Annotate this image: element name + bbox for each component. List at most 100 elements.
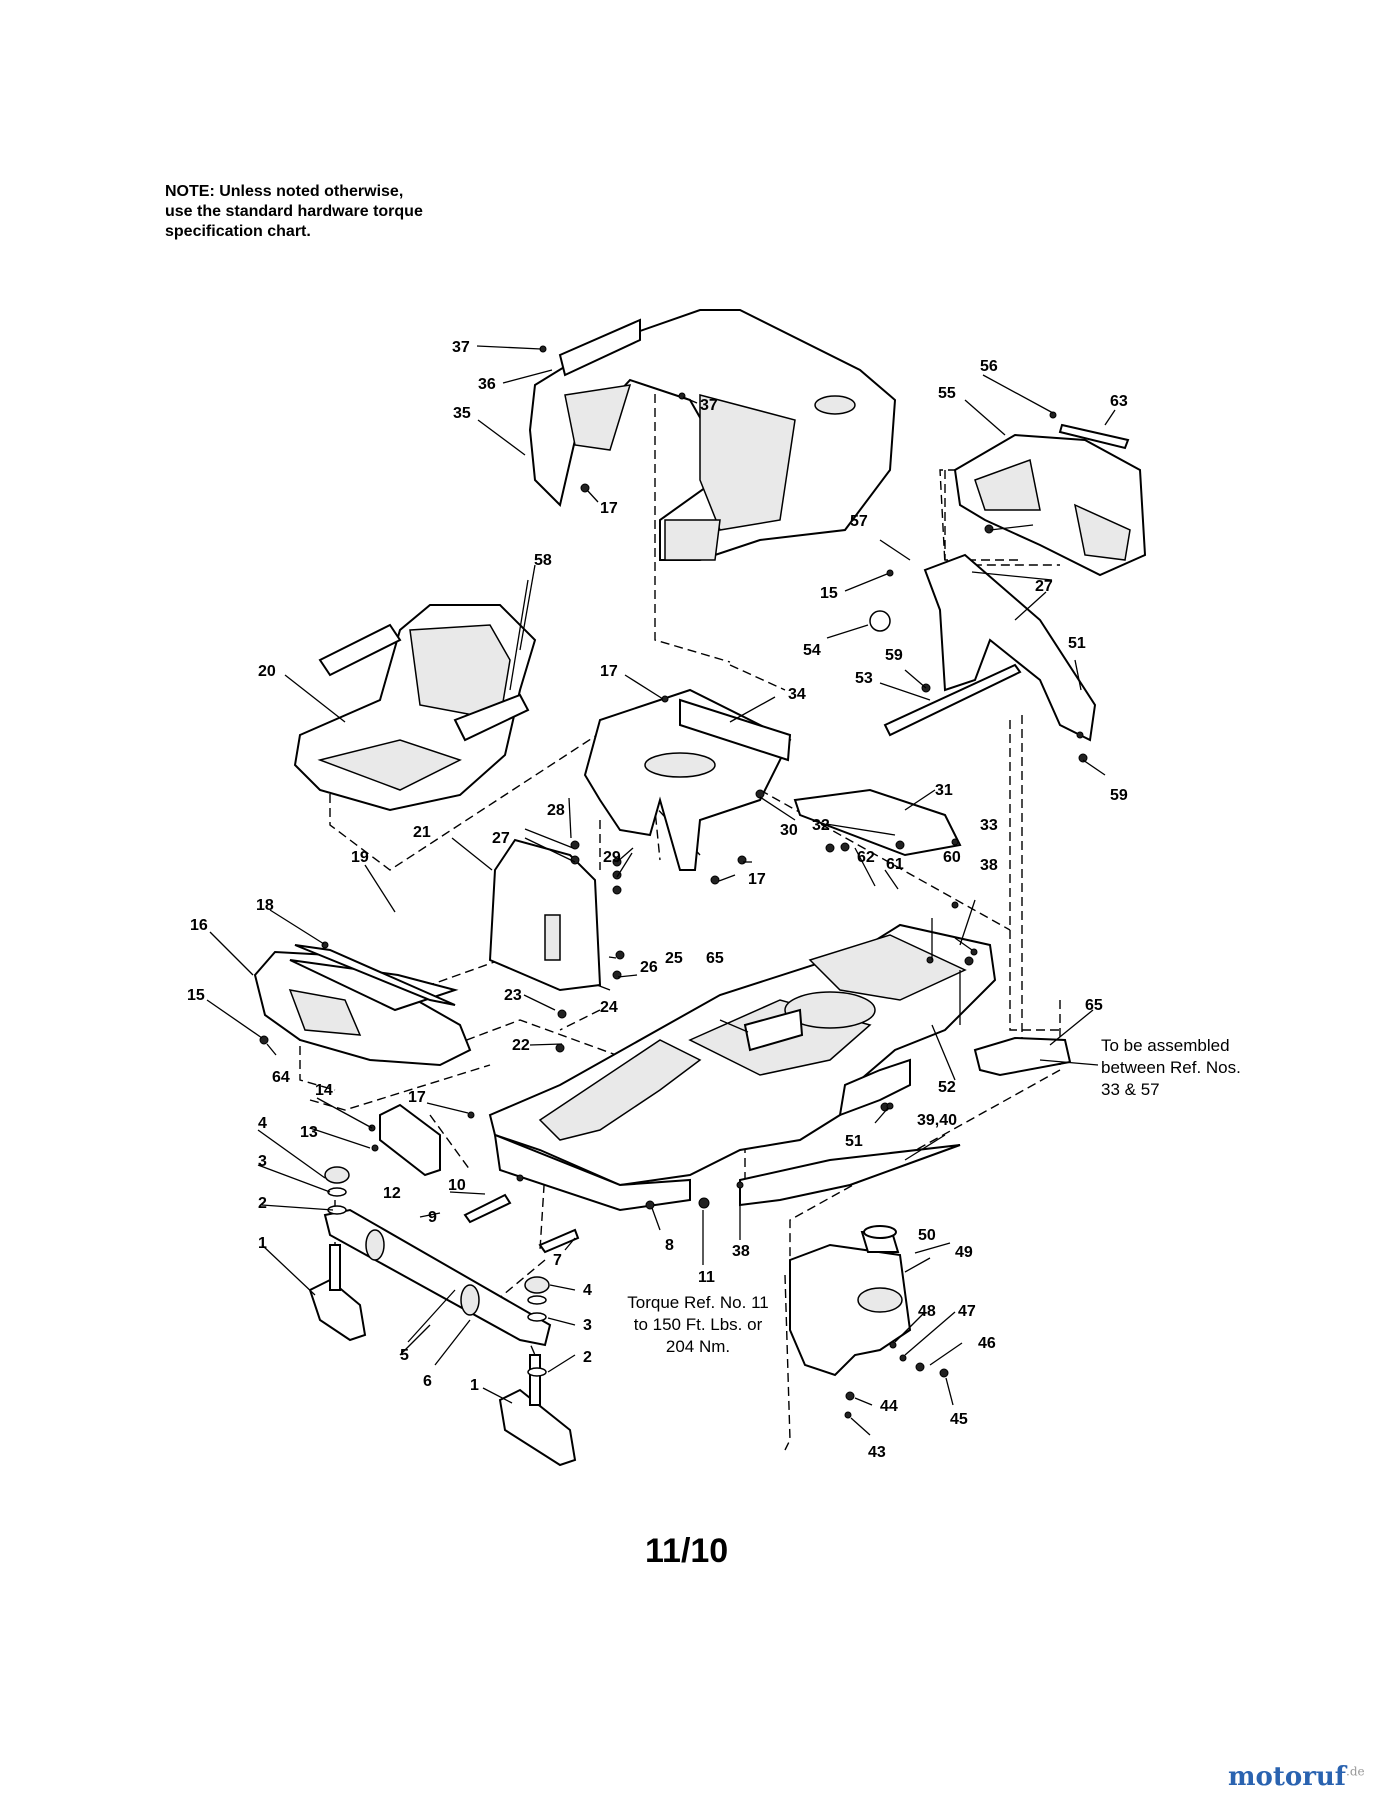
callout-7: 7 bbox=[553, 1252, 562, 1269]
note-line: Torque Ref. No. 11 bbox=[627, 1293, 769, 1312]
callout-36: 36 bbox=[478, 376, 496, 393]
callout-13: 13 bbox=[300, 1124, 318, 1141]
callout-17: 17 bbox=[748, 871, 766, 888]
callout-65: 65 bbox=[706, 950, 724, 967]
callout-37: 37 bbox=[700, 397, 718, 414]
hardware-torque-note: NOTE: Unless noted otherwise, use the st… bbox=[165, 182, 465, 242]
callout-18: 18 bbox=[256, 897, 274, 914]
callout-21: 21 bbox=[413, 824, 431, 841]
callout-17: 17 bbox=[600, 663, 618, 680]
cover-31 bbox=[793, 788, 962, 857]
callout-59: 59 bbox=[1110, 787, 1128, 804]
callout-35: 35 bbox=[453, 405, 471, 422]
callout-6: 6 bbox=[423, 1373, 432, 1390]
callout-8: 8 bbox=[665, 1237, 674, 1254]
callout-55: 55 bbox=[938, 385, 956, 402]
callout-28: 28 bbox=[547, 802, 565, 819]
callout-1: 1 bbox=[258, 1235, 267, 1252]
note-line: 33 & 57 bbox=[1101, 1080, 1160, 1099]
callout-26: 26 bbox=[640, 959, 658, 976]
callout-15: 15 bbox=[820, 585, 838, 602]
callout-63: 63 bbox=[1110, 393, 1128, 410]
callout-32: 32 bbox=[812, 817, 830, 834]
callout-17: 17 bbox=[408, 1089, 426, 1106]
note-line: use the standard hardware torque bbox=[165, 203, 423, 220]
callout-9: 9 bbox=[428, 1209, 437, 1226]
callout-4: 4 bbox=[258, 1115, 267, 1132]
note-line: specification chart. bbox=[165, 223, 311, 240]
callout-29: 29 bbox=[603, 849, 621, 866]
callout-3: 3 bbox=[258, 1153, 267, 1170]
note-line: between Ref. Nos. bbox=[1101, 1058, 1241, 1077]
callout-60: 60 bbox=[943, 849, 961, 866]
callout-54: 54 bbox=[803, 642, 821, 659]
callout-2: 2 bbox=[258, 1195, 267, 1212]
callout-56: 56 bbox=[980, 358, 998, 375]
callout-62: 62 bbox=[857, 849, 875, 866]
callout-31: 31 bbox=[935, 782, 953, 799]
fuel-tank bbox=[789, 1243, 912, 1377]
callout-34: 34 bbox=[788, 686, 806, 703]
callout-27: 27 bbox=[1035, 578, 1053, 595]
callout-3: 3 bbox=[583, 1317, 592, 1334]
callout-4: 4 bbox=[583, 1282, 592, 1299]
note-line: 204 Nm. bbox=[665, 1337, 731, 1356]
page-number: 11/10 bbox=[645, 1532, 729, 1570]
callout-48: 48 bbox=[918, 1303, 936, 1320]
callout-15: 15 bbox=[187, 987, 205, 1004]
callout-17: 17 bbox=[600, 500, 618, 517]
callout-5: 5 bbox=[400, 1347, 409, 1364]
callout-1: 1 bbox=[470, 1377, 479, 1394]
callout-50: 50 bbox=[918, 1227, 936, 1244]
callout-44: 44 bbox=[880, 1398, 898, 1415]
callout-10: 10 bbox=[448, 1177, 466, 1194]
callout-24: 24 bbox=[600, 999, 618, 1016]
callout-43: 43 bbox=[868, 1444, 886, 1461]
callout-22: 22 bbox=[512, 1037, 530, 1054]
callout-38: 38 bbox=[732, 1243, 750, 1260]
callout-61: 61 bbox=[886, 856, 904, 873]
watermark-brand: motoruf bbox=[1228, 1762, 1346, 1792]
callout-38: 38 bbox=[980, 857, 998, 874]
callout-47: 47 bbox=[958, 1303, 976, 1320]
callout-2: 2 bbox=[583, 1349, 592, 1366]
callout-64: 64 bbox=[272, 1069, 290, 1086]
callout-27: 27 bbox=[492, 830, 510, 847]
callout-39-40: 39,40 bbox=[917, 1112, 957, 1129]
callout-45: 45 bbox=[950, 1411, 968, 1428]
note-line: To be assembled bbox=[1101, 1036, 1230, 1055]
callout-23: 23 bbox=[504, 987, 522, 1004]
callout-16: 16 bbox=[190, 917, 208, 934]
torque-note: Torque Ref. No. 11 to 150 Ft. Lbs. or 20… bbox=[608, 1292, 788, 1358]
callout-20: 20 bbox=[258, 663, 276, 680]
watermark-tld: .de bbox=[1346, 1764, 1365, 1779]
watermark-logo: motoruf.de bbox=[1228, 1762, 1365, 1792]
callout-14: 14 bbox=[315, 1082, 333, 1099]
callout-59: 59 bbox=[885, 647, 903, 664]
callout-33: 33 bbox=[980, 817, 998, 834]
note-line: NOTE: Unless noted otherwise, bbox=[165, 183, 404, 200]
assembly-note: To be assembled between Ref. Nos. 33 & 5… bbox=[1101, 1035, 1301, 1101]
callout-53: 53 bbox=[855, 670, 873, 687]
callout-46: 46 bbox=[978, 1335, 996, 1352]
note-line: to 150 Ft. Lbs. or bbox=[633, 1315, 763, 1334]
leader-lines bbox=[206, 345, 1116, 1436]
callout-11: 11 bbox=[698, 1269, 715, 1286]
callout-19: 19 bbox=[351, 849, 369, 866]
callout-58: 58 bbox=[534, 552, 552, 569]
callout-49: 49 bbox=[955, 1244, 973, 1261]
callout-51: 51 bbox=[845, 1133, 863, 1150]
part-shapes bbox=[253, 309, 1147, 1467]
callout-52: 52 bbox=[938, 1079, 956, 1096]
callout-25: 25 bbox=[665, 950, 683, 967]
callout-51: 51 bbox=[1068, 635, 1086, 652]
callout-37: 37 bbox=[452, 339, 470, 356]
callout-12: 12 bbox=[383, 1185, 401, 1202]
callout-numbers: 37 36 35 37 17 56 63 55 27 57 15 54 59 5… bbox=[187, 339, 1128, 1461]
callout-30: 30 bbox=[780, 822, 798, 839]
fender-16 bbox=[253, 950, 472, 1067]
callout-65: 65 bbox=[1085, 997, 1103, 1014]
callout-57: 57 bbox=[850, 513, 868, 530]
